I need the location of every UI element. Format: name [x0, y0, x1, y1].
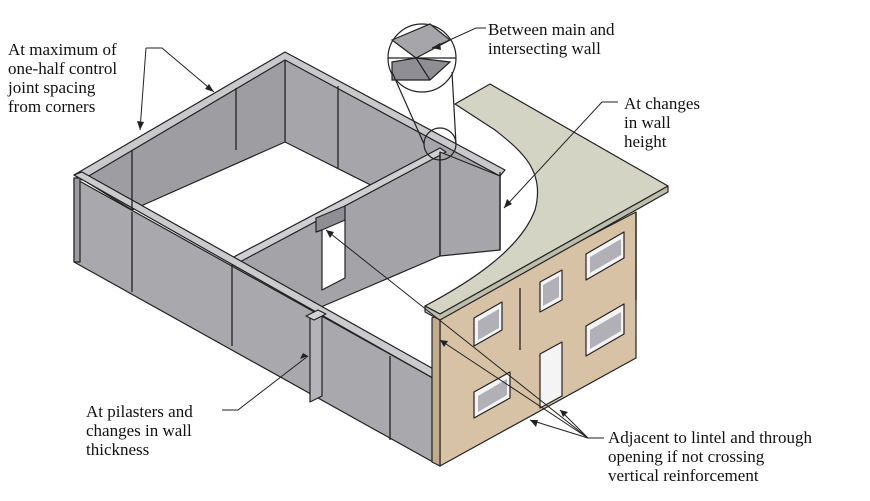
- control-joints: [131, 86, 637, 440]
- facade-door: [539, 341, 563, 409]
- facade-edge: [431, 313, 441, 467]
- label-corners: At maximum of one-half control joint spa…: [8, 40, 118, 116]
- label-intersecting: Between main and intersecting wall: [488, 20, 615, 58]
- label-pilasters: At pilasters and changes in wall thickne…: [86, 402, 193, 459]
- pilaster-top: [305, 309, 327, 321]
- partition-door: [321, 219, 346, 291]
- roof-slab: [424, 83, 669, 315]
- door-lintel: [315, 205, 346, 233]
- left-end-wall: [73, 177, 81, 263]
- label-height: At changes in wall height: [624, 94, 701, 151]
- roof-edge: [424, 185, 669, 321]
- facade-window-glass: [478, 239, 621, 412]
- magnifier-callout: [387, 23, 457, 161]
- leader-lines: [139, 27, 618, 439]
- label-lintel: Adjacent to lintel and through opening i…: [608, 428, 812, 485]
- leader-arrowheads: [137, 43, 568, 427]
- pilaster: [309, 311, 323, 403]
